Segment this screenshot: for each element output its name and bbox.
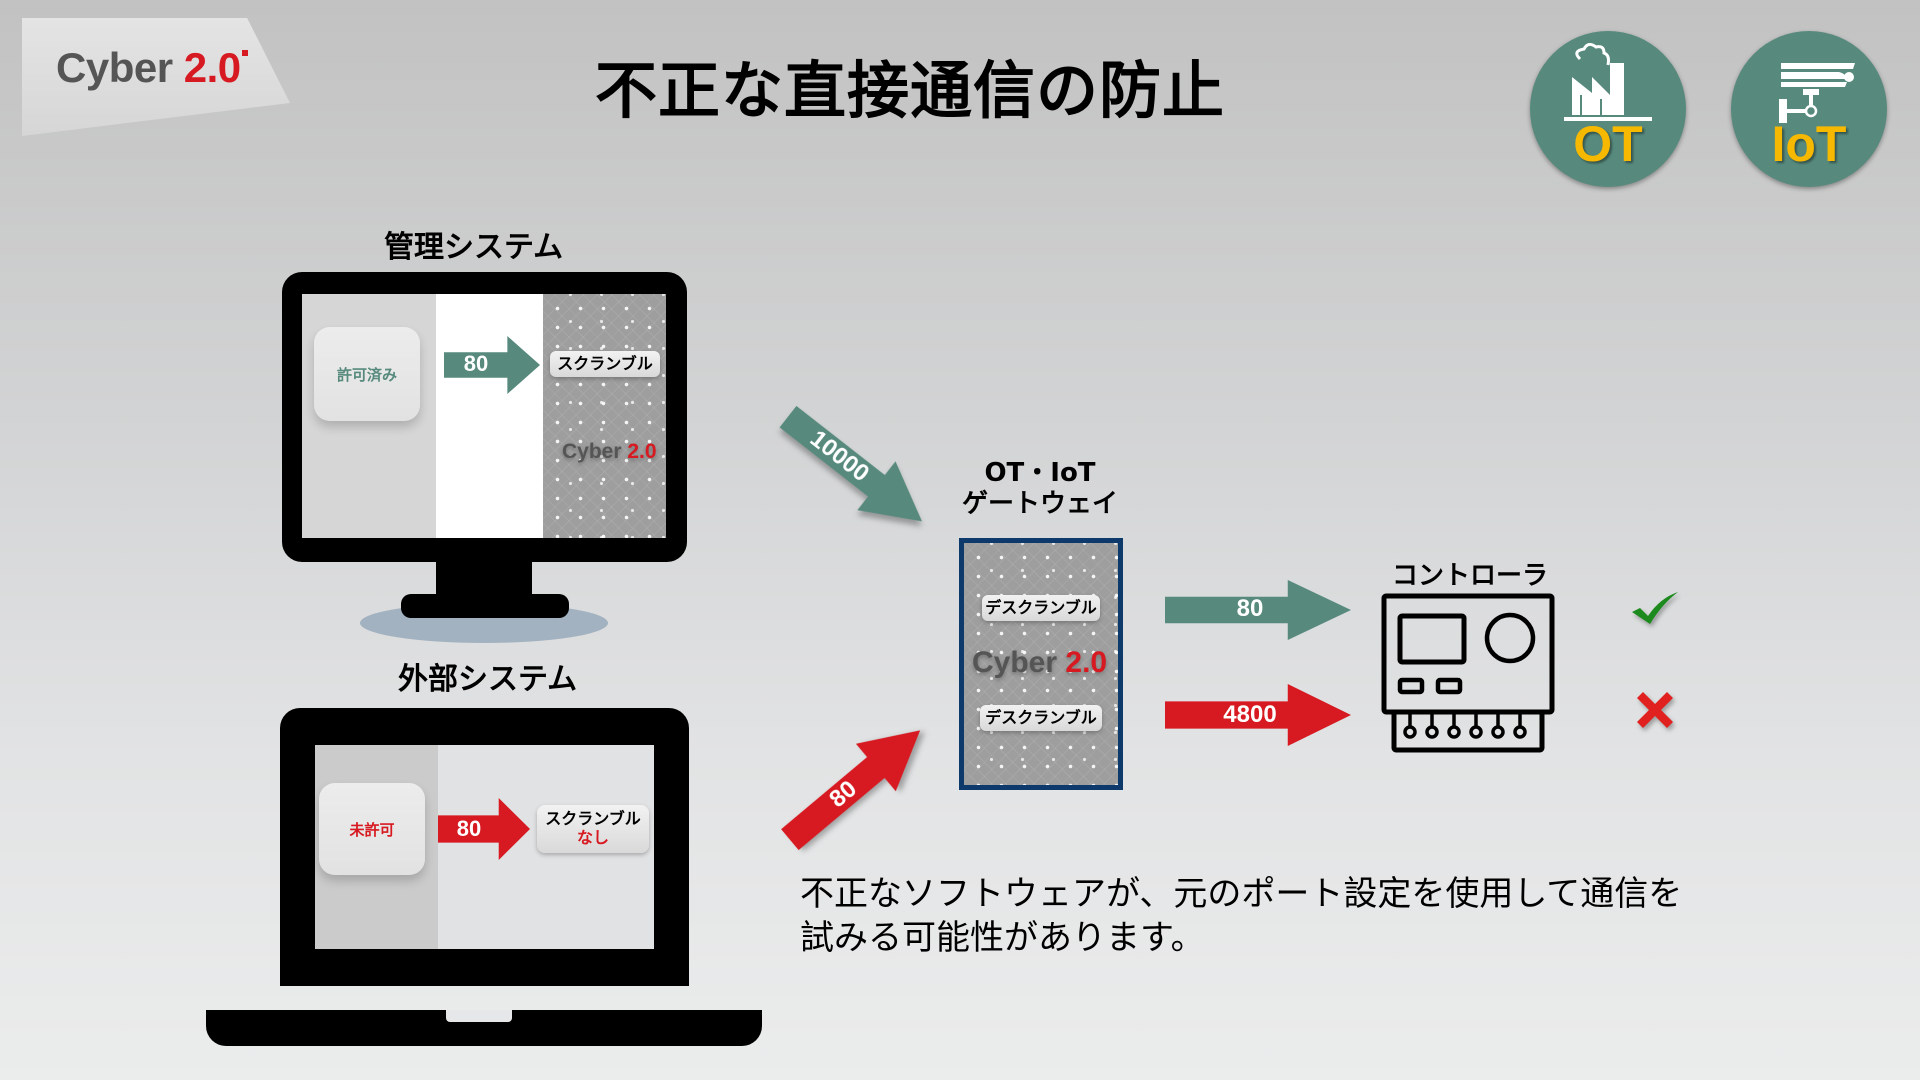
monitor-neck (436, 560, 532, 600)
external-system-label: 外部システム (398, 662, 578, 697)
scramble-pill: スクランブル (550, 351, 660, 377)
no-scramble-pill: スクランブル なし (537, 805, 649, 853)
description-line-2: 試みる可能性があります。 (800, 918, 1205, 959)
controller-label: コントローラ (1391, 561, 1548, 591)
descramble-pill-top: デスクランブル (982, 595, 1100, 621)
logo-version: 2.0 (183, 44, 241, 91)
unapproved-status-card: 未許可 (319, 783, 425, 875)
laptop-screen: 未許可 80 スクランブル なし (315, 745, 654, 949)
controller-port-80: 80 (1236, 595, 1264, 622)
factory-icon (1564, 43, 1652, 121)
checkmark-icon (1632, 592, 1678, 624)
x-icon (1637, 692, 1673, 728)
page-title: 不正な直接通信の防止 (594, 54, 1225, 127)
flow-arrow-management-to-gateway: 10000 (769, 392, 941, 546)
approved-status-card: 許可済み (314, 327, 420, 421)
security-camera-icon (1779, 63, 1855, 123)
iot-badge: IoT (1731, 31, 1887, 187)
description-line-1: 不正なソフトウェアが、元のポート設定を使用して通信を (800, 874, 1683, 914)
monitor-screen: 許可済み 80 スクランブル Cyber 2.0 (302, 294, 666, 538)
screen-panel-middle (436, 294, 543, 538)
logo-brand: Cyber (56, 44, 173, 91)
flow-arrow-external-to-gateway: 80 (770, 707, 940, 864)
gateway-label: OT・IoT ゲートウェイ (961, 458, 1118, 520)
flow-port-80: 80 (824, 775, 863, 814)
gateway-cyber20-logo: Cyber 2.0 (972, 646, 1108, 679)
gateway-device: デスクランブル Cyber 2.0 デスクランブル (959, 538, 1123, 790)
controller-port-4800: 4800 (1223, 701, 1277, 728)
flow-port-10000: 10000 (804, 425, 875, 488)
port-label-approved: 80 (463, 351, 489, 376)
controller-icon (1381, 593, 1555, 753)
port-label-unapproved: 80 (456, 816, 482, 841)
descramble-pill-bottom: デスクランブル (980, 705, 1102, 731)
logo-dot-icon (241, 50, 248, 56)
monitor-foot (401, 594, 569, 618)
description-text: 不正なソフトウェアが、元のポート設定を使用して通信を 試みる可能性があります。 (800, 872, 1780, 960)
screen-cyber20-logo: Cyber 2.0 (562, 440, 657, 463)
ot-badge-label: OT (1573, 116, 1643, 172)
ot-badge: OT (1530, 31, 1686, 187)
scrambled-panel (543, 294, 666, 538)
laptop-notch (446, 1010, 512, 1022)
management-system-label: 管理システム (384, 230, 564, 265)
iot-badge-label: IoT (1771, 116, 1847, 172)
cyber20-logo: Cyber 2.0 (56, 44, 248, 92)
